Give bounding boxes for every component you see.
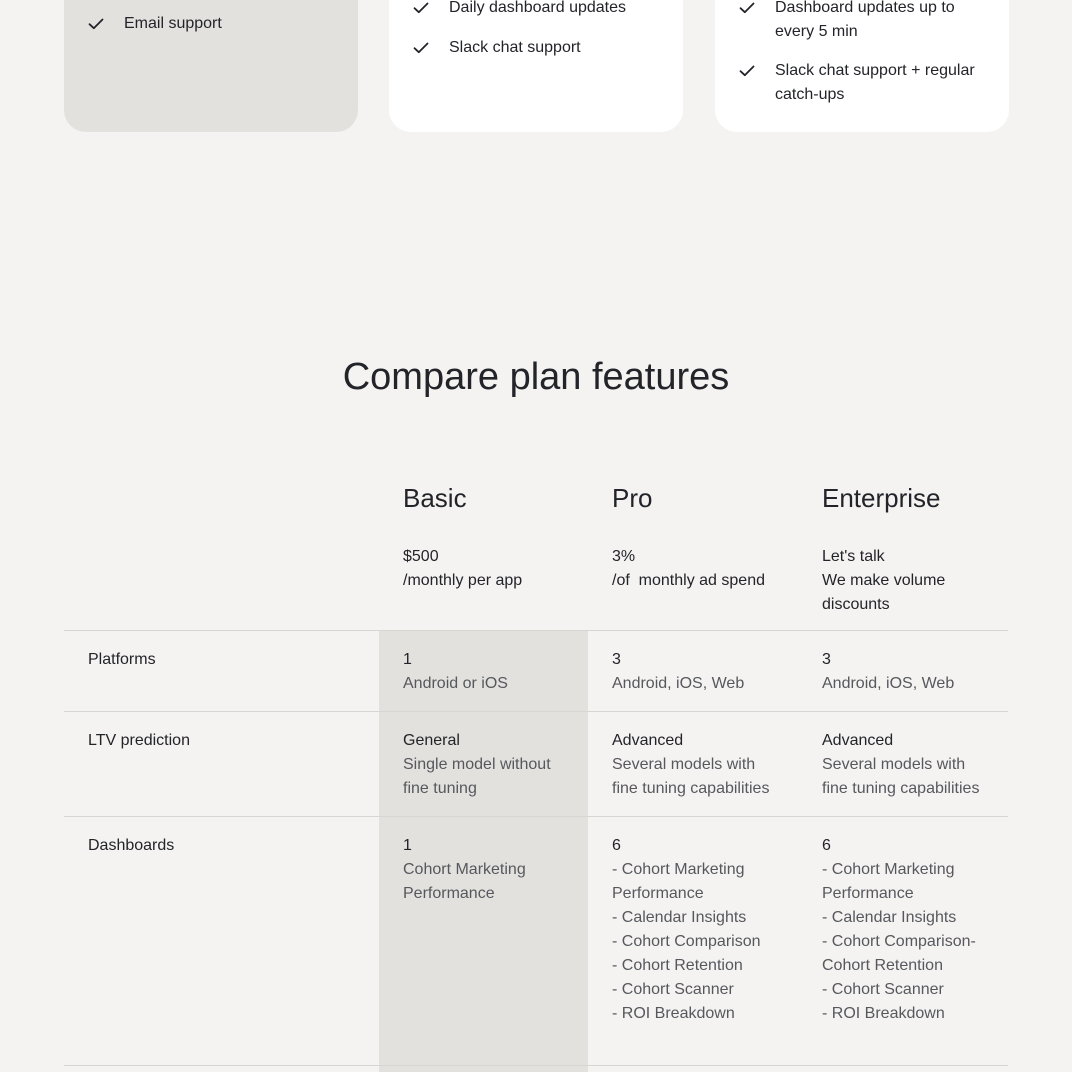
- cell-secondary-line: - Calendar Insights: [612, 909, 747, 926]
- check-icon: [739, 59, 775, 83]
- cell-primary: Advanced: [822, 732, 894, 749]
- cell-secondary-line: - Cohort Marketing Performance: [612, 861, 745, 902]
- feature-text: Daily dashboard updates: [449, 0, 627, 16]
- cell-secondary-line: - Cohort Retention: [612, 957, 743, 974]
- feature-text: Dashboard updates up to every 5 min: [775, 0, 955, 40]
- plan-price-unit: We make volume discounts: [822, 572, 946, 613]
- cell-secondary-line: Cohort Marketing Performance: [403, 861, 526, 902]
- table-cell: 1 Android or iOS: [403, 648, 589, 696]
- check-icon: [413, 36, 449, 60]
- feature-item: Slack chat support + regular catch-ups: [739, 59, 985, 107]
- feature-text: Slack chat support + regular catch-ups: [775, 62, 975, 103]
- plan-price: $500: [403, 548, 439, 565]
- table-cell: 1 Cohort Marketing Performance: [403, 834, 573, 906]
- cell-secondary: Android or iOS: [403, 675, 508, 692]
- cell-primary: 1: [403, 651, 412, 668]
- table-cell: 6 - Cohort Marketing Performance - Calen…: [822, 834, 992, 1026]
- feature-item: Email support: [88, 12, 344, 36]
- row-label: LTV prediction: [88, 732, 190, 749]
- table-cell: 3 Android, iOS, Web: [612, 648, 798, 696]
- pro-plan-card: Daily dashboard updates Slack chat suppo…: [389, 0, 683, 132]
- plan-header-basic: Basic $500 /monthly per app: [403, 480, 589, 593]
- cell-primary: 3: [612, 651, 621, 668]
- table-cell: General Single model without fine tuning: [403, 729, 573, 801]
- cell-secondary-line: - ROI Breakdown: [822, 1005, 945, 1022]
- table-cell: Advanced Several models with fine tuning…: [612, 729, 782, 801]
- basic-plan-card: Email support: [64, 0, 358, 132]
- plan-header-enterprise: Enterprise Let's talk We make volume dis…: [822, 480, 1008, 617]
- compare-title: Compare plan features: [342, 356, 730, 398]
- cell-secondary-line: - Cohort Comparison- Cohort Retention: [822, 933, 976, 974]
- cell-primary: General: [403, 732, 460, 749]
- cell-secondary-line: - Cohort Marketing Performance: [822, 861, 955, 902]
- compare-table: Platforms 1 Android or iOS 3 Android, iO…: [64, 630, 1008, 1072]
- plan-name: Pro: [612, 483, 653, 513]
- plan-name: Enterprise: [822, 483, 941, 513]
- feature-item: Dashboard updates up to every 5 min: [739, 0, 985, 44]
- pricing-cards: Email support Daily dashboard updates Sl…: [64, 0, 1009, 132]
- row-label: Platforms: [88, 651, 156, 668]
- table-cell: Advanced Several models with fine tuning…: [822, 729, 992, 801]
- cell-secondary: Several models with fine tuning capabili…: [612, 756, 770, 797]
- cell-secondary: Single model without fine tuning: [403, 756, 551, 797]
- cell-primary: Advanced: [612, 732, 684, 749]
- cell-primary: 6: [822, 837, 831, 854]
- table-row-dashboards: Dashboards 1 Cohort Marketing Performanc…: [64, 816, 1008, 1065]
- cell-secondary-line: - Calendar Insights: [822, 909, 957, 926]
- plan-price-unit: /monthly per app: [403, 572, 523, 589]
- cell-primary: 3: [822, 651, 831, 668]
- cell-secondary-line: - ROI Breakdown: [612, 1005, 735, 1022]
- table-cell: 3 Android, iOS, Web: [822, 648, 1008, 696]
- check-icon: [739, 0, 775, 20]
- feature-item: Slack chat support: [413, 36, 669, 60]
- cell-secondary-line: - Cohort Comparison: [612, 933, 761, 950]
- feature-text: Email support: [124, 15, 222, 32]
- cell-primary: 1: [403, 837, 412, 854]
- feature-item: Daily dashboard updates: [413, 0, 669, 20]
- cell-secondary: Android, iOS, Web: [612, 675, 745, 692]
- plan-name: Basic: [403, 483, 467, 513]
- plan-price: Let's talk: [822, 548, 885, 565]
- check-icon: [413, 0, 449, 20]
- feature-text: Slack chat support: [449, 39, 581, 56]
- cell-secondary-line: - Cohort Scanner: [612, 981, 734, 998]
- table-row-platforms: Platforms 1 Android or iOS 3 Android, iO…: [64, 630, 1008, 711]
- cell-secondary: Android, iOS, Web: [822, 675, 955, 692]
- table-row-ltv-prediction: LTV prediction General Single model with…: [64, 711, 1008, 816]
- check-icon: [88, 12, 124, 36]
- table-divider: [64, 1065, 1008, 1066]
- enterprise-plan-card: Dashboard updates up to every 5 min Slac…: [715, 0, 1009, 132]
- row-label: Dashboards: [88, 837, 175, 854]
- plan-header-pro: Pro 3% /of monthly ad spend: [612, 480, 798, 593]
- table-cell: 6 - Cohort Marketing Performance - Calen…: [612, 834, 782, 1026]
- cell-primary: 6: [612, 837, 621, 854]
- cell-secondary: Several models with fine tuning capabili…: [822, 756, 980, 797]
- basic-column-highlight: [379, 630, 588, 1072]
- cell-secondary-line: - Cohort Scanner: [822, 981, 944, 998]
- plan-price-unit: /of monthly ad spend: [612, 572, 765, 589]
- plan-price: 3%: [612, 548, 636, 565]
